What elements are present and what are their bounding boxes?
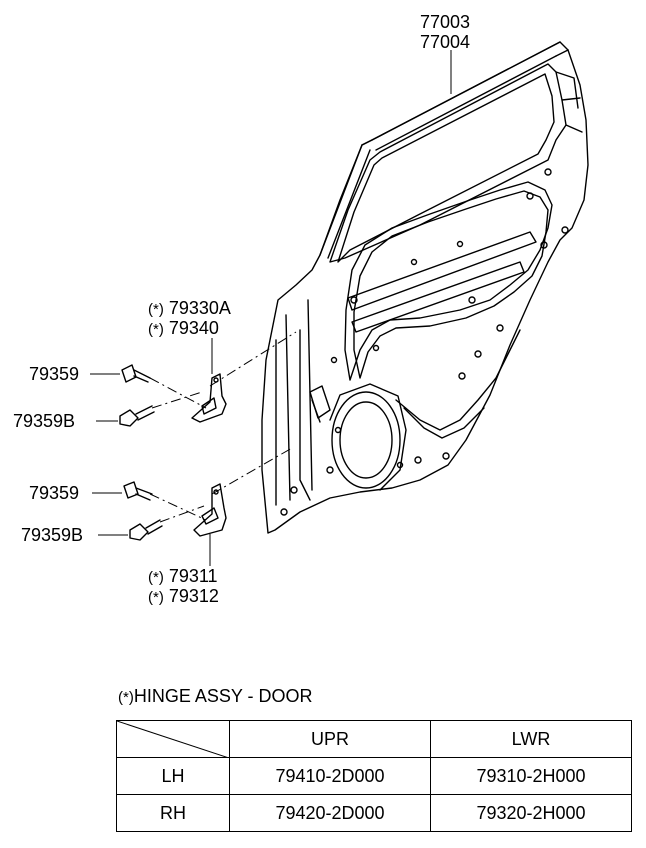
asterisk-marker: (*) bbox=[148, 589, 164, 606]
corner-diagonal bbox=[117, 721, 229, 758]
speaker-opening bbox=[331, 391, 401, 489]
callout-lower-hinge-1: (*) 79311 bbox=[148, 566, 218, 588]
legend-text: HINGE ASSY - DOOR bbox=[133, 686, 313, 706]
table-header-lwr: LWR bbox=[430, 720, 632, 758]
asterisk-marker: (*) bbox=[148, 569, 164, 586]
asterisk-marker: (*) bbox=[148, 321, 164, 338]
callout-upper-hinge-2: (*) 79340 bbox=[148, 318, 219, 340]
callout-door-panel-2: 77004 bbox=[420, 32, 471, 52]
table-row-side: LH bbox=[116, 757, 230, 795]
table-header-row: UPR LWR bbox=[116, 720, 632, 758]
callout-upper-hinge-2-number: 79340 bbox=[168, 318, 219, 338]
callout-lower-hinge-1-number: 79311 bbox=[168, 566, 218, 586]
table-cell-upr: 79410-2D000 bbox=[229, 757, 431, 795]
table-cell-lwr: 79320-2H000 bbox=[430, 794, 632, 832]
callout-lower-bolt: 79359 bbox=[29, 483, 80, 503]
table-cell-upr: 79420-2D000 bbox=[229, 794, 431, 832]
callout-upper-hinge-1-number: 79330A bbox=[168, 298, 231, 318]
callout-upper-bolt-b: 79359B bbox=[13, 411, 76, 431]
callout-lower-hinge-2: (*) 79312 bbox=[148, 586, 219, 608]
legend-marker: (*) bbox=[118, 689, 134, 706]
callout-lower-bolt-b: 79359B bbox=[21, 525, 84, 545]
door-exploded-diagram bbox=[90, 41, 589, 566]
door-panel-outline bbox=[261, 41, 589, 534]
upper-hinge bbox=[191, 373, 227, 423]
table-row-side: RH bbox=[116, 794, 230, 832]
upper-bolt-part bbox=[121, 364, 151, 383]
upper-bolt-b-part bbox=[119, 405, 155, 427]
table-row: RH 79420-2D000 79320-2H000 bbox=[116, 794, 632, 832]
asterisk-marker: (*) bbox=[148, 301, 164, 318]
callout-lower-hinge-2-number: 79312 bbox=[168, 586, 219, 606]
lower-bolt-part bbox=[123, 481, 153, 501]
table-row: LH 79410-2D000 79310-2H000 bbox=[116, 757, 632, 795]
inner-panel-opening bbox=[344, 181, 553, 381]
belt-reinforcement bbox=[347, 231, 537, 311]
callout-door-panel-1: 77003 bbox=[420, 12, 471, 32]
lower-bolt-b-part bbox=[129, 519, 163, 541]
table-cell-lwr: 79310-2H000 bbox=[430, 757, 632, 795]
callout-upper-bolt: 79359 bbox=[29, 364, 80, 384]
table-corner-cell bbox=[116, 720, 230, 758]
legend-hinge-assy: (*)HINGE ASSY - DOOR bbox=[118, 686, 313, 707]
lower-hinge bbox=[193, 483, 227, 537]
callout-upper-hinge-1: (*) 79330A bbox=[148, 298, 231, 320]
table-header-upr: UPR bbox=[229, 720, 431, 758]
hinge-part-number-table: UPR LWR LH 79410-2D000 79310-2H000 RH 79… bbox=[116, 720, 632, 832]
